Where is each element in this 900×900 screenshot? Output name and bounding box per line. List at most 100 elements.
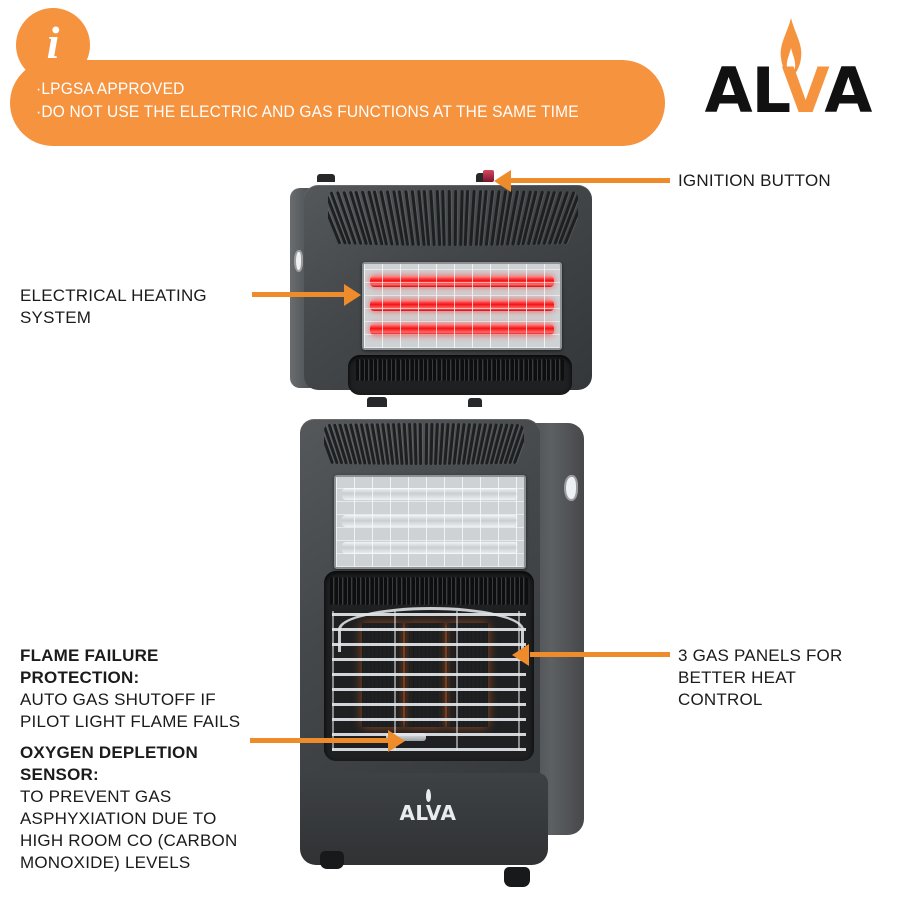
vent-slat bbox=[356, 359, 359, 381]
vent-slat bbox=[360, 359, 364, 381]
vent-slat bbox=[428, 359, 432, 381]
louver-slat bbox=[453, 190, 458, 246]
vent-slat bbox=[488, 577, 492, 605]
leader-line-electrical bbox=[252, 292, 344, 297]
vent-slat bbox=[483, 359, 487, 381]
vent-slat bbox=[524, 359, 528, 381]
vent-slat bbox=[447, 359, 451, 381]
vent-slat bbox=[374, 359, 378, 381]
info-banner: i ·LPGSA APPROVED ·DO NOT USE THE ELECTR… bbox=[10, 8, 665, 146]
element-guard-mesh-top bbox=[364, 264, 560, 348]
vent-slat bbox=[369, 359, 373, 381]
callout-gas-panels: 3 GAS PANELS FOR BETTER HEAT CONTROL bbox=[678, 645, 893, 711]
callout-flame-failure-head1: FLAME FAILURE bbox=[20, 646, 159, 665]
vent-slat bbox=[370, 577, 374, 605]
vent-slat bbox=[384, 577, 388, 605]
vent-slat bbox=[434, 577, 438, 605]
callout-ignition-button: IGNITION BUTTON bbox=[678, 170, 898, 192]
vent-slat bbox=[407, 577, 411, 605]
vent-slat bbox=[410, 359, 414, 381]
vent-slat bbox=[419, 359, 423, 381]
vent-slat bbox=[406, 359, 410, 381]
vent-slat bbox=[538, 359, 542, 381]
vent-slat bbox=[442, 359, 446, 381]
louver-slat bbox=[433, 423, 439, 465]
vent-slat bbox=[330, 577, 333, 605]
vent-slat bbox=[392, 359, 396, 381]
vent-slat bbox=[352, 577, 356, 605]
vent-slat bbox=[429, 577, 433, 605]
vent-slat bbox=[474, 359, 478, 381]
vent-slat bbox=[452, 577, 456, 605]
brand-logo: ALVA bbox=[698, 18, 878, 124]
top-vent-louvers bbox=[328, 190, 578, 246]
vent-slat bbox=[465, 359, 469, 381]
vent-slat bbox=[443, 577, 447, 605]
callout-gas-panels-line1: 3 GAS PANELS FOR bbox=[678, 646, 843, 665]
leader-line-ignition bbox=[510, 178, 670, 183]
vent-slat bbox=[484, 577, 488, 605]
vent-slat bbox=[456, 359, 460, 381]
vent-slat bbox=[506, 359, 510, 381]
arrow-ignition bbox=[494, 170, 511, 192]
brand-letter-a2: A bbox=[824, 54, 872, 127]
vent-slat bbox=[438, 359, 441, 381]
ignition-button[interactable] bbox=[483, 170, 494, 182]
element-guard-mesh-main bbox=[336, 477, 524, 567]
vent-slat bbox=[397, 359, 400, 381]
louver-slat bbox=[428, 423, 434, 465]
gas-chamber-vent-top bbox=[348, 355, 572, 395]
louver-slat bbox=[447, 190, 452, 246]
main-control-knob-right[interactable] bbox=[468, 398, 482, 407]
vent-slat bbox=[520, 577, 524, 605]
vent-slat bbox=[401, 359, 405, 381]
vent-slat bbox=[366, 577, 370, 605]
info-icon-glyph: i bbox=[46, 17, 60, 68]
info-bubble-background bbox=[10, 60, 665, 146]
callout-electrical-line1: ELECTRICAL HEATING bbox=[20, 286, 207, 305]
callout-gas-panels-line3: CONTROL bbox=[678, 690, 763, 710]
vent-slat bbox=[411, 577, 415, 605]
vent-slat bbox=[529, 359, 533, 381]
vent-slat bbox=[479, 359, 482, 381]
callout-oxygen-head1: OXYGEN DEPLETION bbox=[20, 743, 198, 762]
gas-burner-chamber bbox=[324, 571, 534, 761]
main-top-vent-louvers bbox=[324, 423, 524, 465]
vent-slat bbox=[493, 577, 497, 605]
vent-slat bbox=[488, 359, 492, 381]
louver-slat bbox=[435, 190, 441, 246]
cabinet-base-plinth bbox=[300, 773, 548, 865]
callout-electrical-line2: SYSTEM bbox=[20, 308, 92, 328]
callout-oxygen-head2: SENSOR: bbox=[20, 765, 99, 785]
unit-flame-icon bbox=[426, 789, 431, 802]
vent-slat bbox=[378, 359, 382, 381]
louver-slat bbox=[419, 423, 423, 465]
flame-icon bbox=[780, 18, 802, 80]
vent-slat bbox=[424, 359, 428, 381]
callout-electrical-heating: ELECTRICAL HEATING SYSTEM bbox=[20, 285, 250, 329]
vent-slat bbox=[416, 577, 420, 605]
vent-slat bbox=[451, 359, 455, 381]
electric-element-window-main bbox=[334, 475, 526, 569]
louver-slat bbox=[413, 423, 419, 465]
arrow-gas-panels bbox=[512, 644, 529, 666]
side-handle-top[interactable] bbox=[294, 250, 303, 272]
heater-full-view: ALVA bbox=[292, 397, 622, 895]
vent-slat bbox=[511, 577, 515, 605]
vent-slat bbox=[447, 577, 451, 605]
side-carry-handle[interactable] bbox=[564, 475, 578, 501]
vent-slat bbox=[556, 359, 560, 381]
unit-brand-badge: ALVA bbox=[399, 801, 457, 825]
louver-slat bbox=[424, 423, 428, 465]
caster-wheel-right bbox=[504, 867, 530, 887]
main-control-knob-left[interactable] bbox=[367, 397, 387, 407]
callout-flame-failure-body1: AUTO GAS SHUTOFF IF bbox=[20, 690, 216, 710]
electric-element-window-top bbox=[362, 262, 562, 350]
vent-slat bbox=[533, 359, 537, 381]
louver-slat bbox=[441, 190, 447, 246]
arrow-electrical bbox=[344, 284, 361, 306]
control-knob-left[interactable] bbox=[317, 174, 335, 182]
heater-top-view bbox=[290, 170, 600, 395]
vent-slat bbox=[379, 577, 383, 605]
vent-slat bbox=[475, 577, 479, 605]
